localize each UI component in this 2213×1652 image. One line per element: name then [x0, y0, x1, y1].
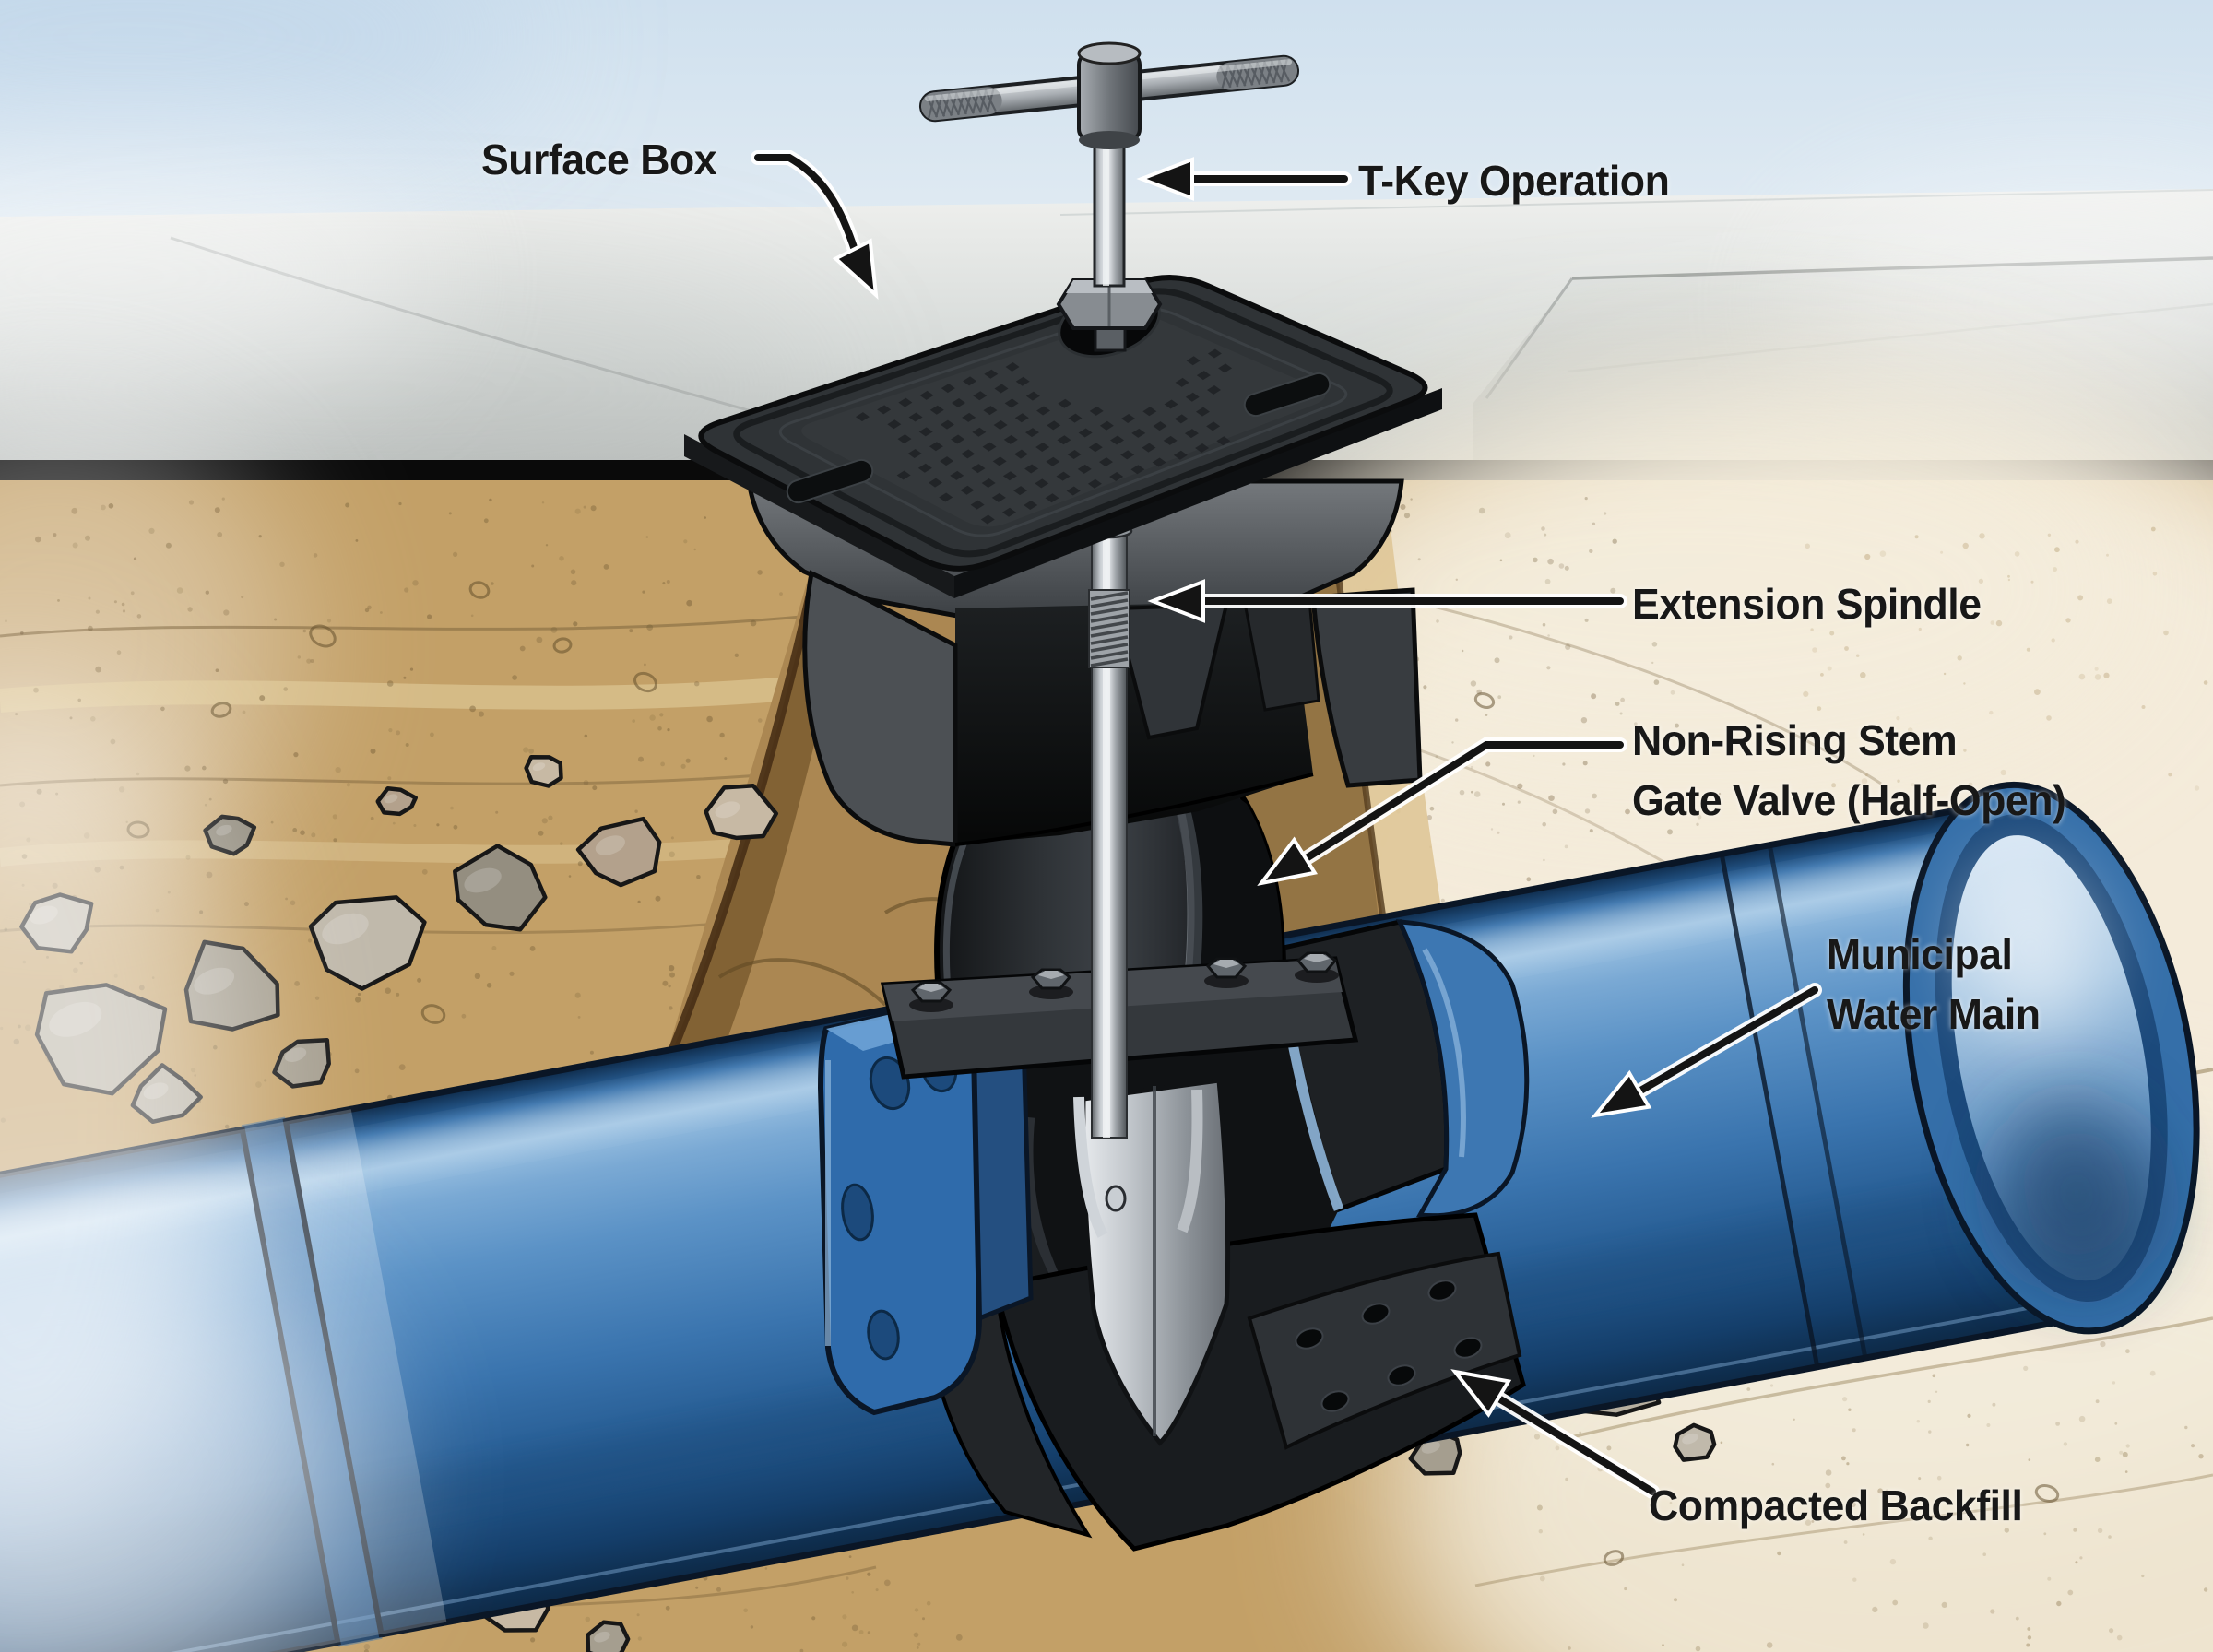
spindle-hex-nut [1056, 278, 1163, 352]
lid-knurl-texture [855, 348, 1233, 525]
t-key-arrow [1136, 157, 1352, 201]
flange-hex-bolts [909, 951, 1339, 1012]
label-water-main-line2: Water Main [1827, 990, 2041, 1039]
label-extension-spindle: Extension Spindle [1632, 580, 1982, 628]
water-main-arrow [1591, 983, 1822, 1118]
label-compacted-backfill: Compacted Backfill [1649, 1481, 2023, 1529]
pipe-open-bell-end [1902, 781, 2200, 1335]
gate-valve-assembly [817, 576, 1530, 1552]
saddle-flange-band [1247, 1251, 1522, 1450]
light-wash [0, 673, 244, 1558]
label-surface-box: Surface Box [481, 136, 717, 183]
label-t-key-operation: T-Key Operation [1358, 157, 1670, 205]
label-gate-valve-line1: Non-Rising Stem [1632, 716, 1958, 764]
surface-box-body [746, 478, 1423, 847]
gate-wedge [1073, 1078, 1231, 1446]
leader-arrows [751, 150, 1822, 1499]
t-key [918, 41, 1300, 288]
label-gate-valve: Non-Rising Stem Gate Valve (Half-Open) [1632, 711, 2066, 832]
saddle-bolt-holes [1295, 1280, 1483, 1412]
surface-box-lid [684, 275, 1442, 598]
surface-box-arrow [751, 150, 879, 300]
label-gate-valve-line2: Gate Valve (Half-Open) [1632, 776, 2066, 825]
compacted-backfill-arrow [1450, 1369, 1660, 1499]
box-skirt-left [802, 570, 958, 847]
box-interior [955, 601, 1313, 844]
extension-spindle-arrow [1147, 579, 1627, 623]
lid-lift-slots [786, 372, 1331, 504]
gate-valve-arrow [1257, 738, 1627, 886]
box-right-wall [1310, 587, 1423, 788]
label-municipal-water-main: Municipal Water Main [1827, 925, 2041, 1045]
t-key-hub [1077, 52, 1142, 142]
label-water-main-line1: Municipal [1827, 930, 2013, 978]
